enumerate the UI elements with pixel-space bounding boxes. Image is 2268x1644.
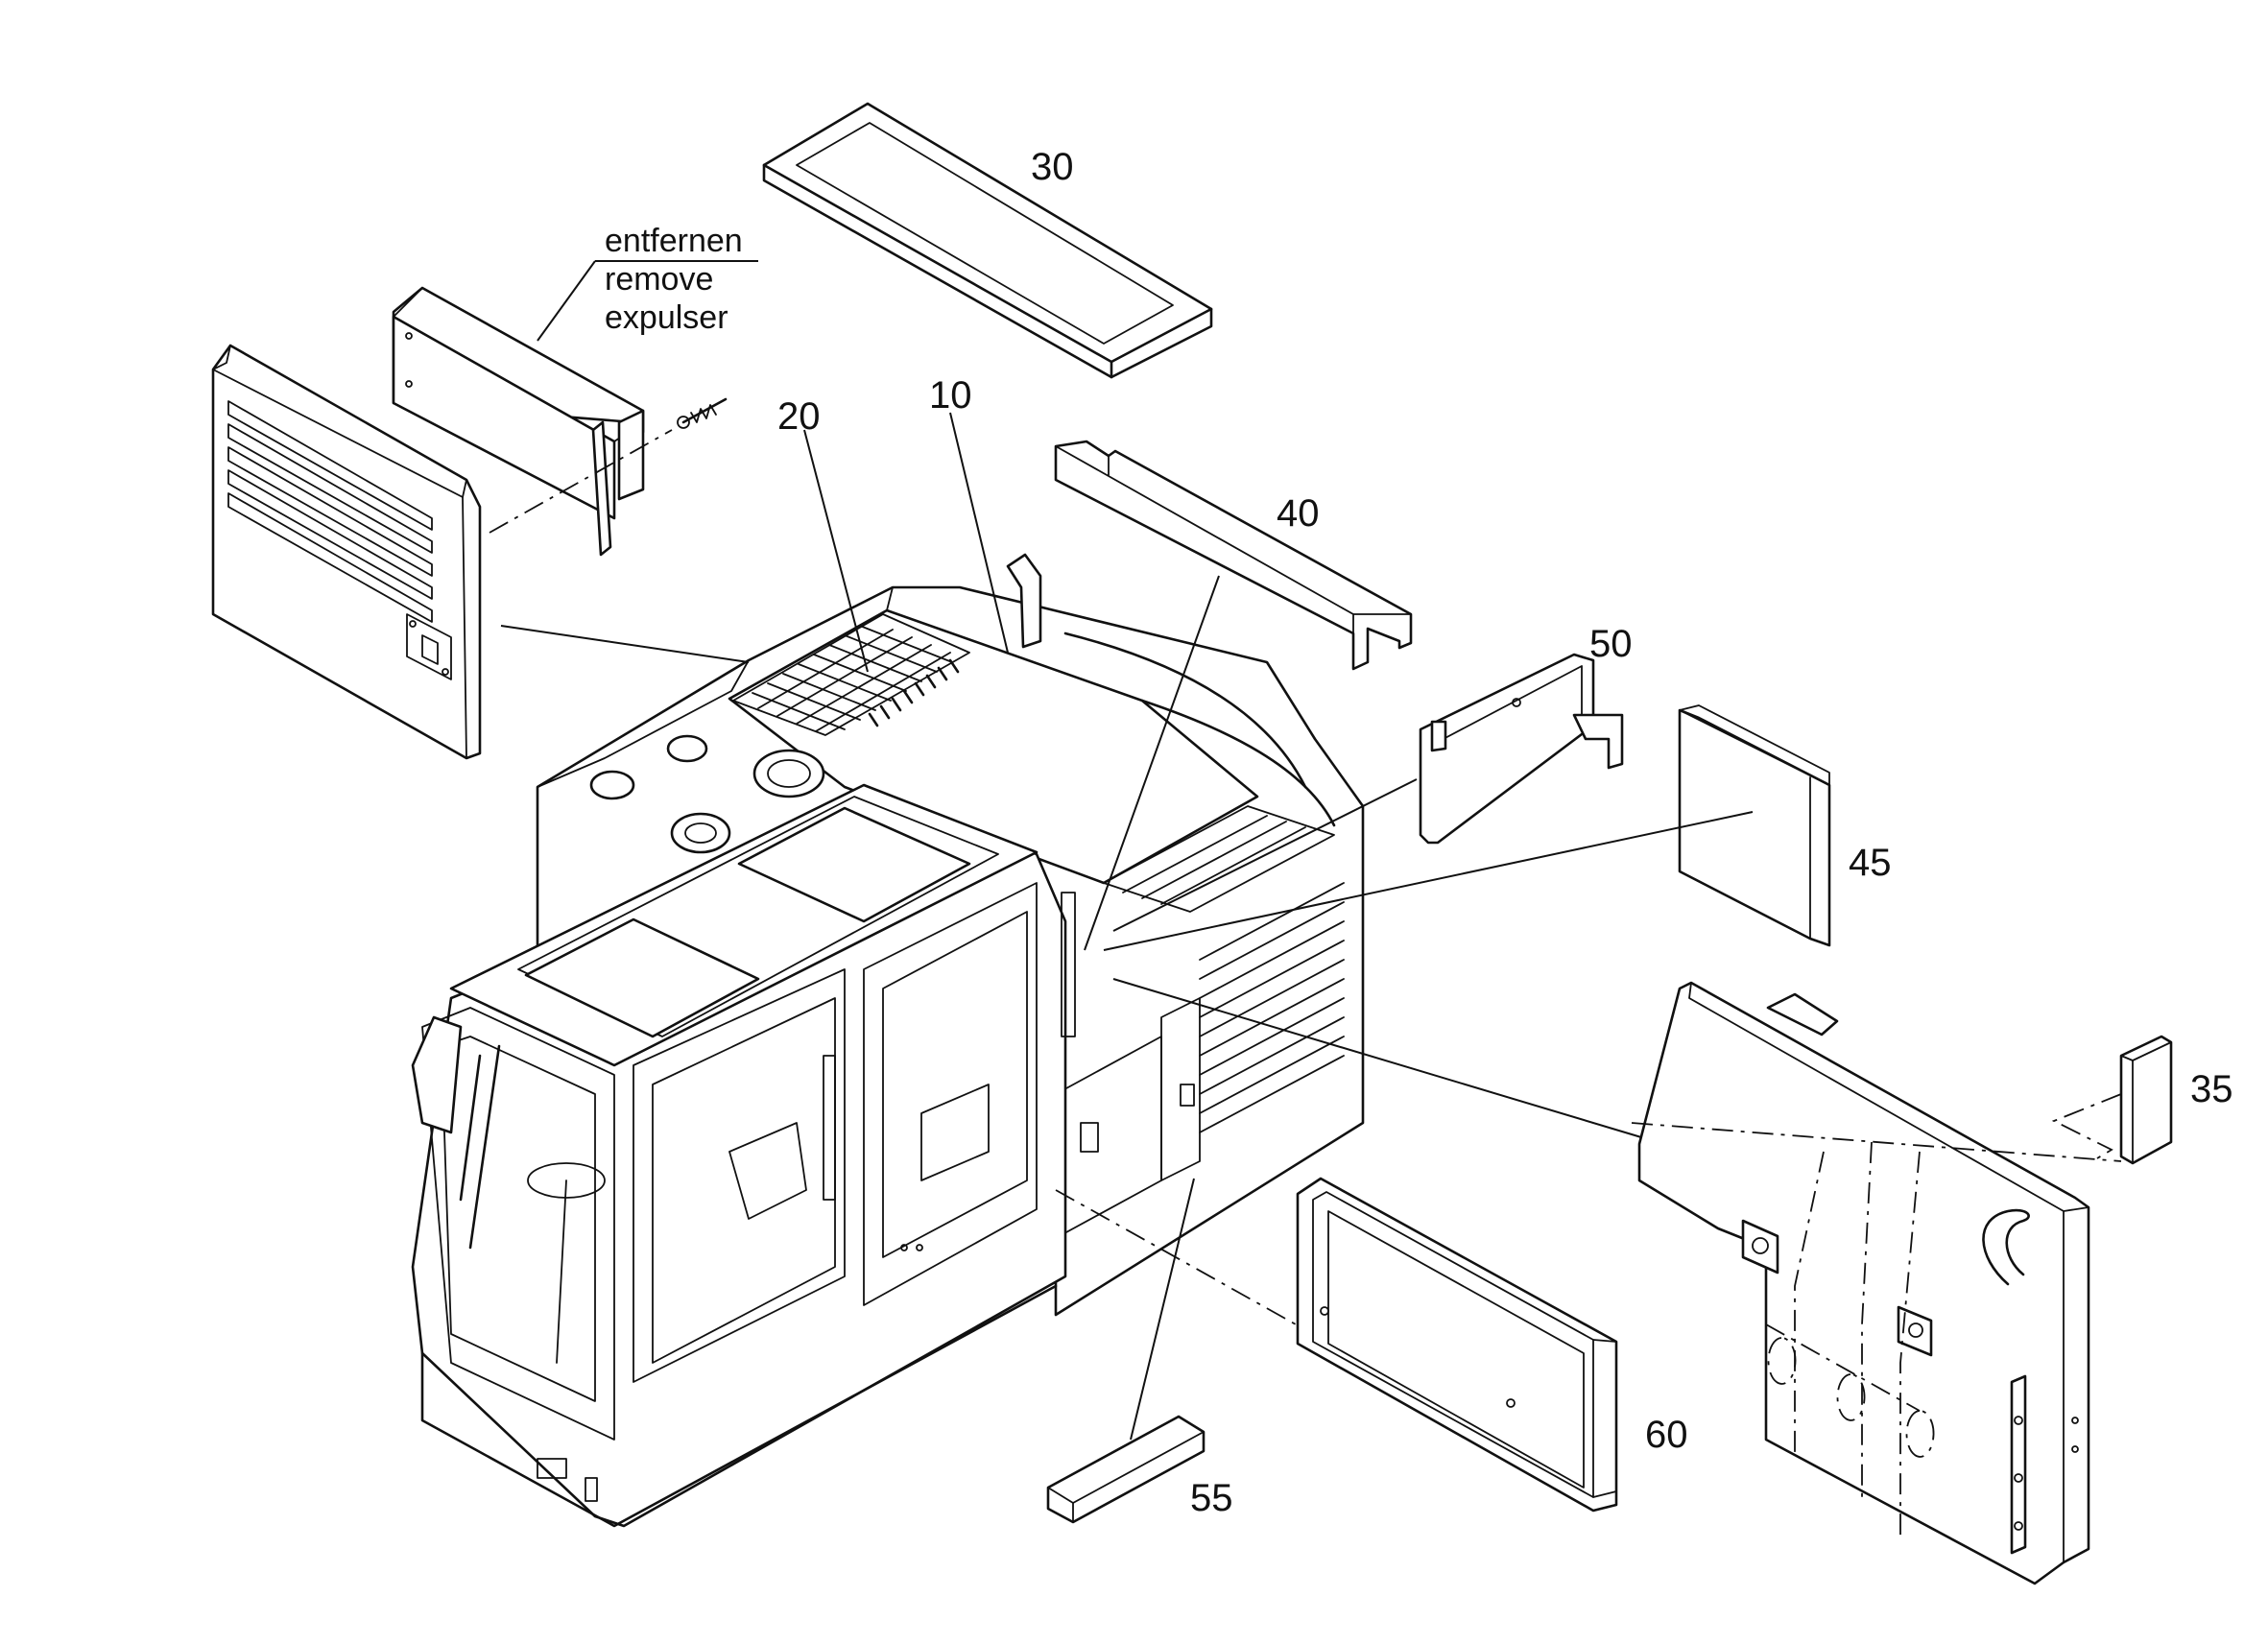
label-10: 10 xyxy=(929,374,972,417)
right-side-door-assembly xyxy=(1631,981,2122,1585)
side-door-assembly xyxy=(211,260,758,760)
note-remove-en: remove xyxy=(605,261,713,298)
label-55: 55 xyxy=(1190,1477,1233,1519)
side-louvers xyxy=(1199,882,1345,1133)
label-40: 40 xyxy=(1277,492,1320,535)
label-30: 30 xyxy=(1031,146,1074,188)
leader-lines xyxy=(500,412,1754,1441)
note-remove-fr: expulser xyxy=(605,299,728,336)
part-40-support-bar xyxy=(1054,440,1413,671)
label-50: 50 xyxy=(1589,623,1633,665)
part-30-roof-panel xyxy=(762,102,1213,379)
part-20-grille xyxy=(732,613,970,736)
label-35: 35 xyxy=(2190,1068,2233,1110)
part-35-block xyxy=(2051,1035,2173,1165)
vent-slots xyxy=(868,658,960,727)
part-45-pad xyxy=(1678,704,1831,947)
part-60-frame xyxy=(1296,1177,1618,1513)
part-50-bracket-plate xyxy=(1419,653,1624,845)
part-labels: 10 20 30 35 40 45 50 55 60 entfernen rem… xyxy=(605,146,2233,1519)
label-45: 45 xyxy=(1849,842,1892,884)
operator-cabin xyxy=(411,783,1076,1528)
part-55-bar xyxy=(1046,1415,1206,1524)
note-remove-de: entfernen xyxy=(605,223,743,259)
label-20: 20 xyxy=(777,395,821,438)
label-60: 60 xyxy=(1645,1414,1688,1456)
